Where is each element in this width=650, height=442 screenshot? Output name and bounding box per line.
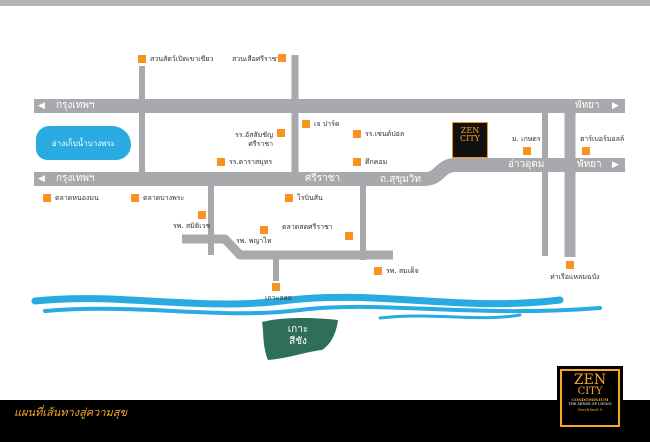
road-lower — [182, 234, 393, 260]
road-label-sriracha: ศรีราชา — [305, 173, 341, 184]
place-marker — [566, 261, 574, 269]
place-marker — [302, 120, 310, 128]
place-label: รพ. สมเด็จ — [386, 267, 419, 275]
place-marker — [278, 54, 286, 62]
place-marker — [353, 158, 361, 166]
road-sukhumvit — [34, 158, 625, 186]
place-label: ตลาดสดศรีราชา — [282, 223, 333, 231]
place-marker — [277, 129, 285, 137]
place-marker — [131, 194, 139, 202]
zen-city-logo: ZEN CITY CONDOMINIUM THE SENSE OF LIVING… — [557, 366, 623, 430]
road-label-pattaya-bottom: พัทยา — [577, 159, 602, 170]
arrow-left-icon: ◀ — [38, 174, 45, 184]
place-label: รร.เซนต์ปอล — [365, 130, 405, 138]
place-label: ตึกคอม — [365, 158, 388, 166]
arrow-left-icon: ◀ — [38, 101, 45, 111]
island-shape — [262, 318, 338, 360]
arrow-right-icon: ▶ — [612, 101, 619, 111]
road-label-pattaya-top: พัทยา — [575, 100, 600, 111]
place-marker — [217, 158, 225, 166]
place-marker — [582, 147, 590, 155]
place-marker — [198, 211, 206, 219]
place-marker — [523, 147, 531, 155]
road-label-sukhumvit: ถ.สุขุมวิท — [380, 174, 421, 185]
road-label-bangkok-top: กรุงเทพฯ — [56, 100, 95, 111]
place-marker — [138, 55, 146, 63]
lake-bang-phra: อ่างเก็บน้ำบางพระ — [36, 126, 131, 160]
place-marker — [260, 226, 268, 234]
place-marker — [374, 267, 382, 275]
arrow-right-icon: ▶ — [612, 160, 619, 170]
road-label-bangkok-bottom: กรุงเทพฯ — [56, 173, 95, 184]
place-label: สวนเสือศรีราชา — [232, 55, 281, 63]
place-label: ตลาดหนองมน — [55, 194, 99, 202]
place-label: โรบินสัน — [297, 194, 323, 202]
footer-slogan: แผนที่เส้นทางสู่ความสุข — [14, 406, 128, 419]
place-label: รพ. พญาไท — [236, 237, 272, 245]
place-label: รร.อัสสัมชัญ ศรีราชา — [235, 131, 273, 148]
place-label: รร.ดาราสมุทร — [229, 158, 273, 166]
place-marker — [345, 232, 353, 240]
road-label-ao-udom: อ่าวอุดม — [508, 159, 545, 170]
place-label: เกาะลอย — [265, 294, 292, 302]
sea — [31, 293, 602, 320]
place-marker — [285, 194, 293, 202]
footer-bar — [0, 400, 650, 442]
place-label: เจ ปาร์ค — [314, 120, 340, 128]
place-marker — [272, 283, 280, 291]
place-label: รพ. สมิติเวช — [173, 222, 211, 230]
island-label: เกาะสีชัง — [287, 324, 309, 347]
place-label: ม. เกษตร — [512, 135, 541, 143]
place-label: ท่าเรือแหลมฉบัง — [550, 273, 600, 281]
top-bar — [0, 0, 650, 6]
place-label: สวนสัตว์เปิดเขาเขียว — [150, 55, 214, 63]
place-marker — [43, 194, 51, 202]
place-label: ฮาร์เบอร์มอลล์ — [580, 135, 625, 143]
place-label: ตลาดบางพระ — [143, 194, 185, 202]
place-marker — [353, 130, 361, 138]
